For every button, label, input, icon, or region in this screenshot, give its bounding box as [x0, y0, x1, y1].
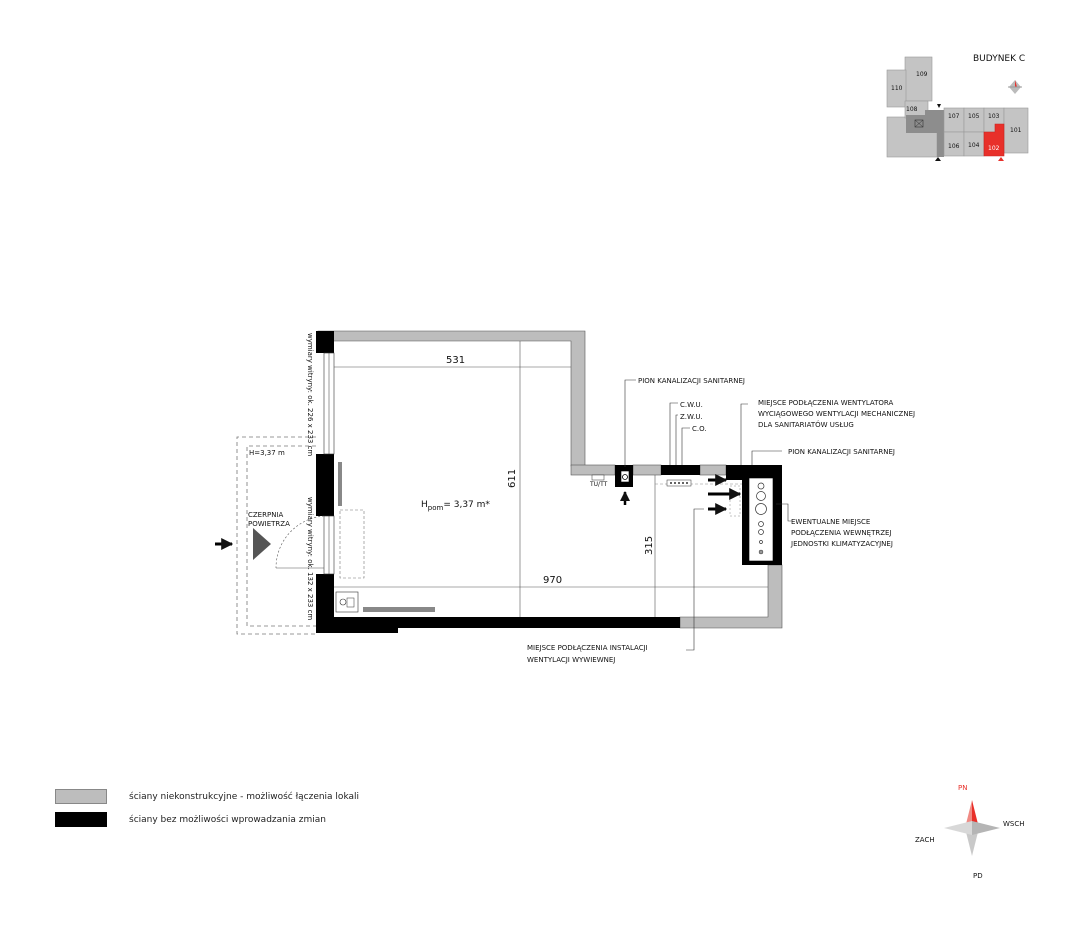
keyplan-label-103: 103 [988, 113, 1000, 120]
window-size-label: wymiary witryny: ok. 226 x 233 cm [306, 333, 314, 456]
keyplan-stair-icon [914, 119, 924, 128]
pipe-icon [756, 491, 766, 501]
keyplan-label-104: 104 [968, 142, 980, 149]
legend-swatch-gray [55, 789, 107, 804]
keyplan-unit-105 [963, 107, 985, 133]
leader-line [740, 403, 748, 465]
annotation-cwu: C.W.U. [680, 401, 703, 409]
hvac-unit-outline [729, 485, 741, 517]
room-height-label: Hpom= 3,37 m* [421, 500, 490, 512]
keyplan-core [906, 110, 944, 157]
legend-label-black: ściany bez możliwości wprowadzania zmian [129, 815, 326, 825]
key-plan: BUDYNEK C 109 110 108 107 105 103 101 10… [886, 54, 1029, 161]
annotation-fan-line3: DLA SANITARIATÓW USŁUG [758, 420, 854, 429]
compass-east-label: WSCH [1003, 820, 1025, 828]
leader-line [686, 508, 704, 651]
annotation-ac-line2: PODŁĄCZENIA WEWNĘTRZEJ [791, 529, 892, 537]
pipe-icon [758, 521, 764, 527]
leader-line [624, 379, 636, 467]
compass-south-label: PD [973, 872, 983, 880]
annotation-ac-line1: EWENTUALNE MIEJSCE [791, 518, 870, 526]
wall-gray-mid [632, 464, 662, 476]
terrace-outline-inner [246, 445, 316, 627]
keyplan-entry-marker [935, 157, 941, 161]
legend-label-gray: ściany niekonstrukcyjne - możliwość łącz… [129, 792, 360, 802]
keyplan-label-101: 101 [1010, 127, 1022, 134]
unit-plan: 531 611 970 315 Hpom= 3,37 m* H=3,37 m C… [215, 330, 915, 664]
keyplan-unit-entry-marker [998, 157, 1004, 161]
leader-line [681, 427, 690, 465]
compass-rose-icon: PN WSCH ZACH PD [915, 784, 1025, 880]
legend-item-black: ściany bez możliwości wprowadzania zmian [55, 812, 326, 827]
leader-line [751, 450, 782, 465]
radiator [338, 462, 342, 506]
keyplan-entry-marker [937, 104, 941, 108]
tu-tt-box [591, 474, 605, 481]
keyplan-unit-107 [943, 107, 965, 133]
wall-black-shaft [661, 465, 700, 475]
keyplan-unit-102-highlight [983, 123, 1005, 157]
keyplan-label-107: 107 [948, 113, 960, 120]
leader-line [776, 503, 792, 522]
wall-black-pillar [316, 574, 334, 630]
keyplan-label-102: 102 [988, 145, 1000, 152]
keyplan-label-106: 106 [948, 143, 960, 150]
pipe-icon [755, 503, 767, 515]
pipe-icon [758, 549, 764, 555]
pipe-icon [759, 540, 763, 544]
annotation-fan-line2: WYCIĄGOWEGO WENTYLACJI MECHANICZNEJ [758, 410, 915, 418]
radiator [363, 607, 435, 612]
leader-line [669, 402, 678, 465]
annotation-exhaust-line2: WENTYLACJI WYWIEWNEJ [527, 656, 615, 664]
dimension-label-611: 611 [507, 469, 518, 488]
wall-black-pillar [316, 454, 334, 516]
annotation-ac-line3: JEDNOSTKI KLIMATYZACYJNEJ [790, 540, 893, 548]
dimension-label-531: 531 [446, 355, 465, 366]
annotation-exhaust-line1: MIEJSCE PODŁĄCZENIA INSTALACJI [527, 644, 648, 652]
annotation-drain-riser: PION KANALIZACJI SANITARNEJ [638, 377, 745, 385]
air-intake-icon [253, 528, 271, 560]
wall-gray-right [679, 564, 783, 629]
wall-gray-mid [699, 464, 727, 476]
shaft-opening [620, 470, 630, 483]
drain-pipe-icon [622, 474, 628, 480]
air-intake-label-line1: CZERPNIA [248, 511, 283, 519]
keyplan-label-108: 108 [906, 106, 918, 113]
riser-shaft [748, 477, 774, 562]
wall-black-pillar [316, 331, 334, 353]
annotation-drain-riser-2: PION KANALIZACJI SANITARNEJ [788, 448, 895, 456]
annotation-fan-line1: MIEJSCE PODŁĄCZENIA WENTYLATORA [758, 399, 894, 407]
keyplan-label-110: 110 [891, 85, 903, 92]
pipe-icon [758, 529, 764, 535]
building-title: BUDYNEK C [973, 54, 1025, 64]
terrace-outline [236, 436, 316, 635]
terrace-height-label: H=3,37 m [249, 449, 285, 457]
keyplan-label-109: 109 [916, 71, 928, 78]
pipe-icon [757, 482, 765, 490]
compass-north-label: PN [958, 784, 967, 792]
keyplan-unit-109 [904, 56, 933, 102]
keyplan-label-105: 105 [968, 113, 980, 120]
wall-gray-mid [570, 464, 616, 476]
dimension-label-970: 970 [543, 575, 562, 586]
dimension-label-315: 315 [644, 536, 655, 555]
annotation-co: C.O. [692, 425, 707, 433]
compass-west-label: ZACH [915, 836, 935, 844]
leader-line [675, 414, 678, 465]
annotation-tu-tt: TU/TT [589, 481, 608, 488]
key-plan-compass-icon [1008, 80, 1022, 94]
counter-outline [339, 509, 365, 579]
air-intake-label-line2: POWIETRZA [248, 520, 290, 528]
wall-black-bottom [316, 617, 680, 633]
legend-item-gray: ściany niekonstrukcyjne - możliwość łącz… [55, 789, 359, 804]
annotation-zwu: Z.W.U. [680, 413, 703, 421]
wall-gray-top [317, 330, 586, 467]
window-size-label: wymiary witryny: ok. 132 x 233 cm [306, 497, 314, 620]
door-swing [275, 515, 325, 569]
keyplan-unit-110 [886, 69, 907, 108]
legend-swatch-black [55, 812, 107, 827]
